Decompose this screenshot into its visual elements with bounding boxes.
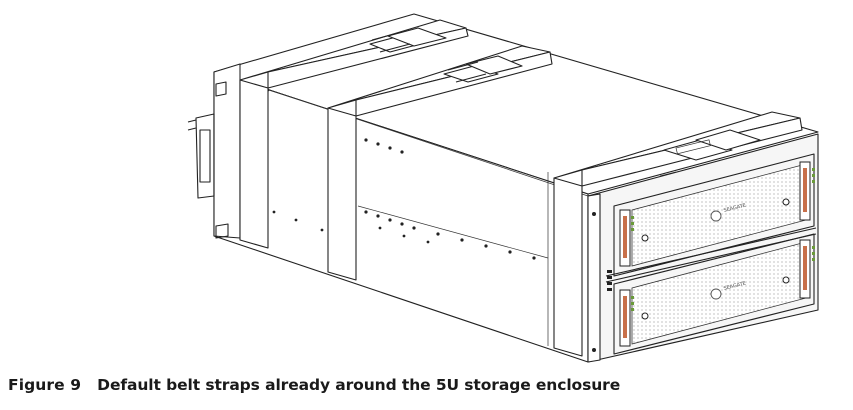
lower-drawer-right-handle[interactable] xyxy=(799,239,815,299)
lower-drawer-left-latch-icon[interactable] xyxy=(641,312,649,320)
figure-number: Figure 9 xyxy=(8,376,82,394)
upper-drawer-logo: SEAGATE xyxy=(710,203,747,222)
lower-drawer-right-latch-icon[interactable] xyxy=(782,276,790,284)
lower-drawer-logo: SEAGATE xyxy=(710,281,747,300)
belt-strap-rear xyxy=(239,19,469,249)
belt-strap-middle xyxy=(327,45,553,281)
upper-drawer-left-latch-icon[interactable] xyxy=(641,234,649,242)
figure-caption-text: Default belt straps already around the 5… xyxy=(97,376,621,394)
upper-drawer-right-latch-icon[interactable] xyxy=(782,198,790,206)
svg-text:SEAGATE: SEAGATE xyxy=(723,203,747,214)
upper-drawer-left-handle[interactable] xyxy=(619,209,634,267)
lower-drawer[interactable]: SEAGATE xyxy=(613,233,815,355)
front-status-leds xyxy=(607,270,612,291)
figure-caption: Figure 9 Default belt straps already aro… xyxy=(8,376,620,400)
svg-text:SEAGATE: SEAGATE xyxy=(723,281,747,292)
side-screws xyxy=(266,88,536,260)
lower-drawer-left-handle[interactable] xyxy=(619,289,634,347)
belt-strap-front xyxy=(553,111,803,357)
upper-drawer[interactable]: SEAGATE xyxy=(613,153,815,277)
enclosure-illustration: SEAGATE SEAGATE xyxy=(187,13,819,363)
upper-drawer-right-handle[interactable] xyxy=(799,161,815,221)
